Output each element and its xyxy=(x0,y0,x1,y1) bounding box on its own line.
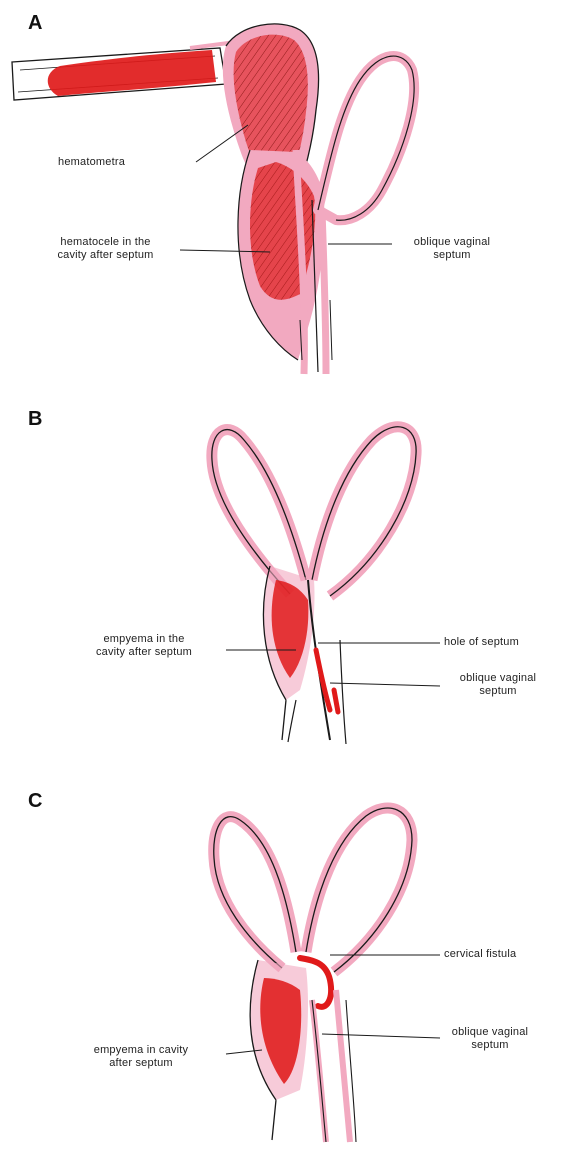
panel-a-label-hematocele-line1: hematocele in the xyxy=(28,236,183,249)
panel-c-label-empyema-line1: empyema in cavity xyxy=(56,1044,226,1057)
panel-c-label-septum-line1: oblique vaginal xyxy=(430,1026,550,1039)
panel-a-label-septum-line1: oblique vaginal xyxy=(392,236,512,249)
panel-a-label-septum-line2: septum xyxy=(392,249,512,262)
panel-a-label-septum: oblique vaginal septum xyxy=(392,236,512,262)
panel-b-label-empyema-line1: empyema in the xyxy=(62,633,226,646)
panel-a-label-hematocele: hematocele in the cavity after septum xyxy=(28,236,183,262)
panel-a-hematocele-cavity xyxy=(238,150,324,360)
panel-c-label-fistula: cervical fistula xyxy=(444,948,516,961)
panel-b-drawing xyxy=(212,427,416,744)
panel-c-label-empyema-line2: after septum xyxy=(56,1057,226,1070)
panel-a-dilated-tube xyxy=(12,42,236,100)
panel-a-letter: A xyxy=(28,12,42,35)
panel-a-right-horn xyxy=(318,56,414,220)
panel-b-label-hole: hole of septum xyxy=(444,636,519,649)
panel-b-leader-lines xyxy=(226,643,440,686)
panel-a-drawing xyxy=(12,24,414,374)
panel-b-label-empyema: empyema in the cavity after septum xyxy=(62,633,226,659)
panel-b-label-septum: oblique vaginal septum xyxy=(438,672,558,698)
panel-b-label-septum-line1: oblique vaginal xyxy=(438,672,558,685)
panel-b-letter: B xyxy=(28,408,42,431)
panel-c-label-empyema: empyema in cavity after septum xyxy=(56,1044,226,1070)
panel-c-letter: C xyxy=(28,790,42,813)
panel-b-label-septum-line2: septum xyxy=(438,685,558,698)
panel-c-drawing xyxy=(214,808,412,1142)
panel-b-label-empyema-line2: cavity after septum xyxy=(62,646,226,659)
panel-b-septum-hole-bleed xyxy=(316,650,338,712)
panel-a-label-hematometra: hematometra xyxy=(58,156,125,169)
panel-c-label-septum-line2: septum xyxy=(430,1039,550,1052)
panel-a-label-hematocele-line2: cavity after septum xyxy=(28,249,183,262)
panel-c-label-septum: oblique vaginal septum xyxy=(430,1026,550,1052)
